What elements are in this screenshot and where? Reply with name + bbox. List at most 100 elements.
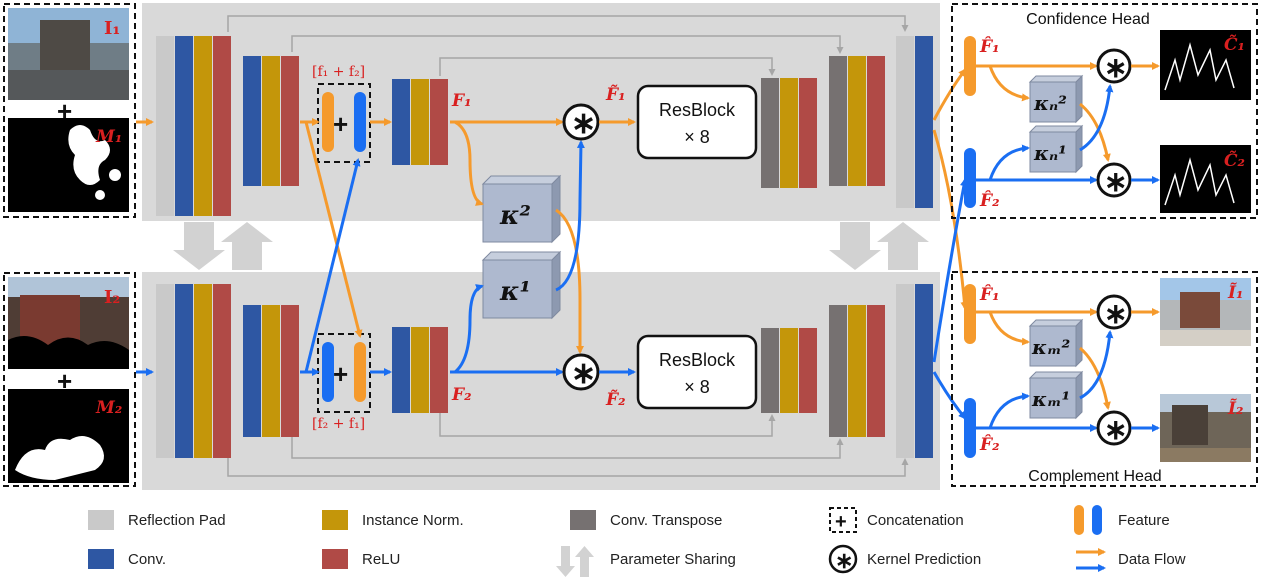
legend: Reflection Pad Conv. Instance Norm. ReLU…: [88, 505, 1186, 577]
layer-stack-bottom-6: [896, 284, 933, 458]
layer-stack-top-3: [392, 79, 448, 165]
comp-kernel-prediction-2: [1096, 410, 1132, 446]
complement-image-I2: [1160, 394, 1251, 462]
feature-orange-bottom: [354, 342, 366, 402]
legend-conv-transpose: Conv. Transpose: [610, 512, 722, 529]
legend-swatch-reflection-pad: [88, 510, 114, 530]
flow-F2-to-kappa1: [453, 284, 484, 374]
legend-swatch-conv: [88, 549, 114, 569]
confidence-head-box: [951, 3, 1258, 219]
feature-blue-top: [354, 92, 366, 152]
skip-connections-top: [227, 15, 909, 76]
kernel-prediction-top: [562, 103, 600, 141]
layer-stack-top-1: [156, 36, 231, 216]
layer-stack-top-2: [243, 56, 299, 186]
kernel-box-kappa1: [481, 250, 562, 320]
legend-swatch-conv-transpose: [570, 510, 596, 530]
resblock-top: [636, 84, 758, 160]
legend-swatch-feature-blue: [1092, 505, 1102, 535]
conf-feature-blue: [964, 148, 976, 208]
legend-reflection-pad: Reflection Pad: [128, 512, 226, 529]
concat-label-bottom: [f₂ + f₁]: [312, 416, 365, 432]
conf-flow-to-kn2: [988, 65, 1030, 102]
resblock-bottom-line1: ResBlock: [659, 350, 736, 370]
parameter-sharing-arrows: [173, 222, 929, 270]
kernel-box-kappa-m1: [1028, 370, 1084, 420]
kernel-box-kappa-n1: [1028, 124, 1084, 174]
conf-kn1-out: [1079, 84, 1114, 152]
cross-flow-blue: [304, 158, 361, 373]
legend-swatch-kernel-prediction: [828, 544, 858, 574]
kernel-prediction-bottom: [562, 353, 600, 391]
comp-feature-orange: [964, 284, 976, 344]
F2-label: F₂: [451, 385, 472, 405]
C1-label: C̃₁: [1224, 35, 1245, 55]
conf-F2-hat: F̂₂: [979, 191, 1000, 211]
legend-parameter-sharing: Parameter Sharing: [610, 551, 736, 568]
plus-sign-bottom: +: [57, 366, 72, 396]
conf-F1-hat: F̂₁: [979, 37, 1000, 57]
conf-star-2: ∗: [1104, 166, 1127, 197]
legend-instance-norm: Instance Norm.: [362, 512, 464, 529]
layer-stack-bottom-4: [761, 328, 817, 413]
F1-tilde-label: F̃₁: [605, 85, 626, 105]
comp-flow-to-km2: [988, 311, 1030, 346]
input-image-I1: [8, 8, 129, 100]
I1-out-label: Ĩ₁: [1227, 281, 1243, 303]
C2-label: C̃₂: [1224, 151, 1245, 171]
complement-head-title: Complement Head: [1028, 468, 1161, 485]
label-I2: I₂: [104, 287, 120, 308]
feature-orange-top: [322, 92, 334, 152]
legend-swatch-feature-orange: [1074, 505, 1084, 535]
star-bottom: ∗: [571, 357, 596, 390]
concat-plus-bottom: +: [333, 359, 348, 389]
resblock-top-line2: × 8: [684, 127, 710, 147]
comp-kernel-prediction-1: [1096, 294, 1132, 330]
legend-swatch-instance-norm: [322, 510, 348, 530]
legend-swatch-concatenation: [829, 507, 857, 533]
plus-sign-top: +: [57, 96, 72, 126]
confidence-map-C1: [1160, 30, 1251, 100]
legend-conv: Conv.: [128, 551, 166, 568]
comp-star-2: ∗: [1104, 414, 1127, 445]
input-image-I2: [8, 277, 129, 369]
flow-bottom-to-comp-head: [932, 371, 967, 420]
flow-bottom-to-conf-head: [932, 178, 968, 363]
kappa-m1-label: κₘ¹: [1031, 387, 1070, 411]
kernel-box-kappa-m2: [1028, 318, 1084, 368]
comp-F1-hat: F̂₁: [979, 285, 1000, 305]
conf-feature-orange: [964, 36, 976, 96]
I2-out-label: Ĩ₂: [1227, 397, 1243, 419]
label-M2: M₂: [95, 398, 122, 418]
comp-feature-blue: [964, 398, 976, 458]
kappa2-label: κ²: [499, 201, 531, 231]
input-mask-M1: [8, 118, 129, 212]
layer-stack-bottom-3: [392, 327, 448, 413]
layer-stack-top-5: [829, 56, 885, 186]
flow-F1-to-kappa2: [454, 120, 484, 206]
legend-concatenation: Concatenation: [867, 512, 964, 529]
flow-kappa2-to-conv-bottom: [555, 208, 584, 354]
confidence-map-C2: [1160, 145, 1251, 213]
confidence-head-title: Confidence Head: [1026, 11, 1150, 28]
legend-feature: Feature: [1118, 512, 1170, 529]
F1-label: F₁: [451, 91, 472, 111]
complement-head-box: [951, 271, 1258, 487]
comp-km2-out: [1079, 346, 1111, 410]
layer-stack-bottom-1: [156, 284, 231, 458]
legend-kernel-prediction: Kernel Prediction: [867, 551, 981, 568]
cross-flow-orange: [304, 121, 363, 338]
legend-swatch-parameter-sharing: [556, 546, 594, 577]
conf-star-1: ∗: [1104, 52, 1127, 83]
legend-data-flow: Data Flow: [1118, 551, 1186, 568]
kappa-n2-label: κₙ²: [1033, 91, 1067, 115]
concat-plus-top: +: [333, 109, 348, 139]
layer-stack-bottom-2: [243, 305, 299, 437]
kernel-box-kappa2: [481, 174, 562, 244]
comp-F2-hat: F̂₂: [979, 435, 1000, 455]
kappa-m2-label: κₘ²: [1031, 335, 1071, 359]
resblock-bottom: [636, 334, 758, 410]
F2-tilde-label: F̃₂: [605, 390, 626, 410]
layer-stack-top-4: [761, 78, 817, 188]
skip-connections-bottom: [227, 413, 909, 477]
